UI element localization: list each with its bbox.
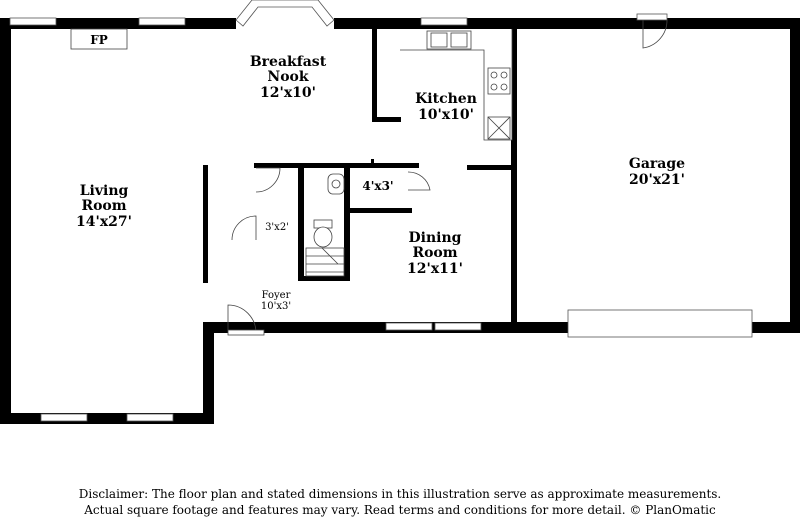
door-garage-swing xyxy=(642,19,668,49)
garage-door xyxy=(567,309,753,338)
foyer-dims: 10'x3' xyxy=(261,301,291,312)
bath-fixtures xyxy=(313,173,345,248)
stair-box xyxy=(305,247,345,277)
door-front-sill xyxy=(227,329,265,336)
wall-top-left xyxy=(0,18,236,29)
wall-core-top xyxy=(254,163,419,168)
room-labels: Breakfast Nook 12'x10' Kitchen 10'x10' G… xyxy=(76,54,685,312)
counter-outline xyxy=(400,29,513,141)
wall-foyer-left xyxy=(203,322,214,424)
kitchen-fixtures xyxy=(400,29,513,141)
wall-left xyxy=(0,18,11,424)
door-bath-swing xyxy=(407,171,431,191)
dining-room-dims: 12'x11' xyxy=(407,261,463,277)
range-burner-4 xyxy=(500,83,508,91)
garage-label: Garage xyxy=(629,156,685,172)
wall-bottom-right xyxy=(203,322,800,333)
door-small-closet-swing xyxy=(231,215,257,241)
range-burner-3 xyxy=(490,83,498,91)
range-burner-2 xyxy=(500,71,508,79)
wall-living-partition xyxy=(203,165,208,283)
wall-bath-left xyxy=(344,163,350,213)
dining-room-label-2: Room xyxy=(412,245,457,261)
windows xyxy=(9,13,753,422)
living-room-label-1: Living xyxy=(80,183,129,199)
wall-right xyxy=(790,18,800,333)
window-top-2 xyxy=(138,17,186,26)
breakfast-nook-dims: 12'x10' xyxy=(260,85,316,101)
foyer-label: Foyer xyxy=(262,290,291,301)
bay-window xyxy=(235,0,335,27)
bay-window-frame xyxy=(235,0,335,27)
bath-dims: 4'x3' xyxy=(362,179,393,193)
stairs xyxy=(305,247,345,277)
wall-stair-bottom xyxy=(298,276,350,281)
doors xyxy=(227,19,668,336)
window-kitchen xyxy=(420,17,468,26)
kitchen-dims: 10'x10' xyxy=(418,107,474,123)
kitchen-sink-right xyxy=(450,32,468,48)
disclaimer: Disclaimer: The floor plan and stated di… xyxy=(0,486,800,518)
door-garage-top xyxy=(636,13,668,21)
window-dining-1 xyxy=(385,322,433,331)
dining-room-label-1: Dining xyxy=(409,230,462,246)
window-dining-2 xyxy=(434,322,482,331)
door-closet-swing xyxy=(255,167,281,193)
range-burner-1 xyxy=(490,71,498,79)
wall-post xyxy=(371,159,374,164)
wall-kitchen-stub xyxy=(372,117,401,122)
door-front-swing xyxy=(227,304,257,334)
wall-garage-partition xyxy=(511,29,517,326)
window-bottom-2 xyxy=(126,413,174,422)
breakfast-nook-label-1: Breakfast xyxy=(250,54,327,70)
wall-bottom-left xyxy=(0,413,213,424)
toilet-bowl xyxy=(313,226,333,248)
wall-kitchen-left xyxy=(372,29,377,121)
wall-bath-bottom xyxy=(344,208,412,213)
bath-sink-bowl xyxy=(331,179,341,189)
window-top-1 xyxy=(9,17,57,26)
breakfast-nook-label-2: Nook xyxy=(267,69,308,85)
stair-treads xyxy=(306,247,344,273)
wall-stair-right xyxy=(344,213,350,281)
disclaimer-line-1: Disclaimer: The floor plan and stated di… xyxy=(78,487,722,501)
fireplace xyxy=(70,28,128,50)
living-room-label-2: Room xyxy=(81,198,126,214)
exterior-walls xyxy=(0,18,800,424)
garage-dims: 20'x21' xyxy=(629,172,685,188)
wall-top-right xyxy=(334,18,800,29)
kitchen-sink-left xyxy=(430,32,448,48)
kitchen-label: Kitchen xyxy=(415,91,477,107)
closet-dims: 3'x2' xyxy=(265,222,289,233)
interior-walls xyxy=(203,29,517,326)
wall-kitchen-dining xyxy=(467,165,511,170)
wall-closet-right xyxy=(298,163,304,281)
fireplace-label: FP xyxy=(90,33,108,47)
range xyxy=(487,67,511,95)
dishwasher-mark xyxy=(487,116,511,140)
window-bottom-1 xyxy=(40,413,88,422)
disclaimer-line-2: Actual square footage and features may v… xyxy=(84,503,716,517)
living-room-dims: 14'x27' xyxy=(76,214,132,230)
